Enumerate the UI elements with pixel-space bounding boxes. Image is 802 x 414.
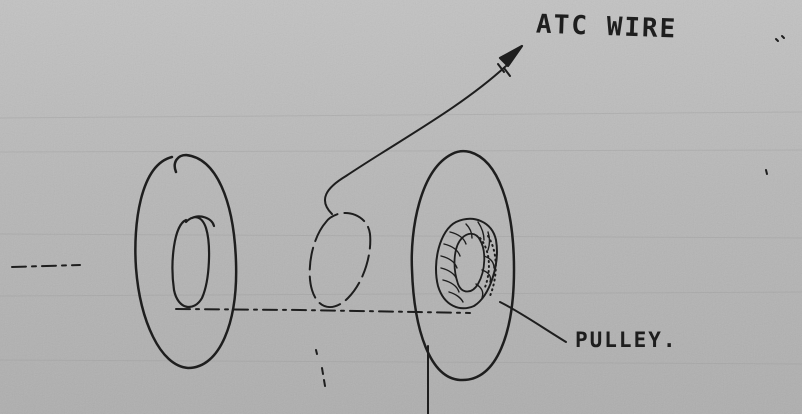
atc-wire-label: ATC WIRE	[536, 10, 678, 45]
pulley-label: PULLEY.	[575, 328, 678, 352]
